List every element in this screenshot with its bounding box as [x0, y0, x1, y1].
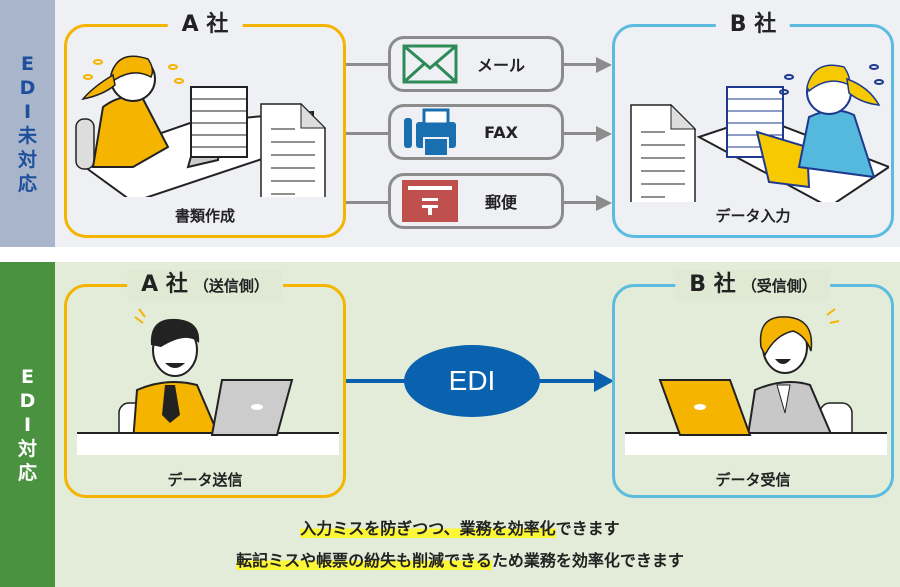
envelope-icon	[399, 44, 461, 84]
edi-supported-section: E D I 対 応 A 社 （送信側）	[0, 262, 900, 587]
company-a-sender-box: A 社 （送信側）	[64, 270, 346, 498]
connector-line	[564, 63, 596, 66]
stressed-worker-illustration	[73, 37, 338, 197]
happy-sender-illustration	[77, 305, 342, 455]
summary-line-2: 転記ミスや帳票の紛失も削減できるため業務を効率化できます	[160, 547, 760, 571]
method-mail: メール	[388, 36, 564, 92]
company-b-receiver-title: B 社 （受信側）	[675, 270, 831, 301]
company-name: B 社	[689, 272, 736, 297]
method-fax: FAX	[388, 104, 564, 160]
company-a-sender-title: A 社 （送信側）	[127, 270, 283, 301]
method-label: FAX	[484, 122, 518, 142]
side-char: E	[21, 365, 34, 388]
summary-line-1: 入力ミスを防ぎつつ、業務を効率化できます	[160, 515, 760, 539]
side-char: 対	[17, 437, 37, 460]
company-role: （受信側）	[741, 277, 817, 295]
method-label: 郵便	[484, 193, 517, 212]
summary-text: ため業務を効率化できます	[491, 551, 684, 570]
arrow-head	[596, 126, 612, 142]
company-b-title: B 社	[715, 10, 791, 40]
summary-highlight: 転記ミスや帳票の紛失も削減できる	[236, 551, 492, 570]
connector-line	[346, 63, 388, 66]
method-postal: 郵便	[388, 173, 564, 229]
side-char: 応	[17, 172, 37, 195]
side-char: D	[19, 76, 36, 99]
company-a-title: A 社	[167, 10, 243, 40]
side-char: E	[21, 52, 34, 75]
stressed-worker-illustration	[629, 37, 889, 202]
company-b-caption: データ入力	[715, 207, 791, 225]
connector-line	[564, 132, 596, 135]
arrow-head	[596, 195, 612, 211]
summary-highlight: 入力ミスを防ぎつつ、業務を効率化	[300, 519, 556, 538]
edi-not-supported-section: E D I 未 対 応 A 社	[0, 0, 900, 247]
company-a-box: A 社	[64, 10, 346, 238]
company-a-sender-caption: データ送信	[167, 471, 243, 489]
side-char: 対	[17, 148, 37, 171]
side-char: D	[19, 389, 36, 412]
connector-line	[564, 201, 596, 204]
company-b-receiver-box: B 社 （受信側）	[612, 270, 894, 498]
company-role: （送信側）	[193, 277, 269, 295]
company-name: A 社	[141, 272, 188, 297]
edi-badge: EDI	[404, 345, 540, 417]
company-a-caption: 書類作成	[174, 207, 235, 225]
arrow-head	[596, 57, 612, 73]
edi-arrow-head	[594, 370, 614, 392]
side-char: 未	[17, 124, 37, 147]
side-label-edi-not-supported: E D I 未 対 応	[0, 0, 55, 247]
method-label: メール	[476, 56, 525, 75]
company-b-receiver-caption: データ受信	[715, 471, 791, 489]
postbox-icon	[399, 180, 461, 222]
side-char: I	[23, 100, 32, 123]
happy-receiver-illustration	[625, 305, 890, 455]
company-b-box: B 社	[612, 10, 894, 238]
side-char: I	[23, 413, 32, 436]
side-char: 応	[17, 461, 37, 484]
side-label-edi-supported: E D I 対 応	[0, 262, 55, 587]
connector-line	[346, 201, 388, 204]
fax-icon	[399, 108, 461, 156]
connector-line	[346, 132, 388, 135]
summary-text: できます	[555, 519, 620, 538]
